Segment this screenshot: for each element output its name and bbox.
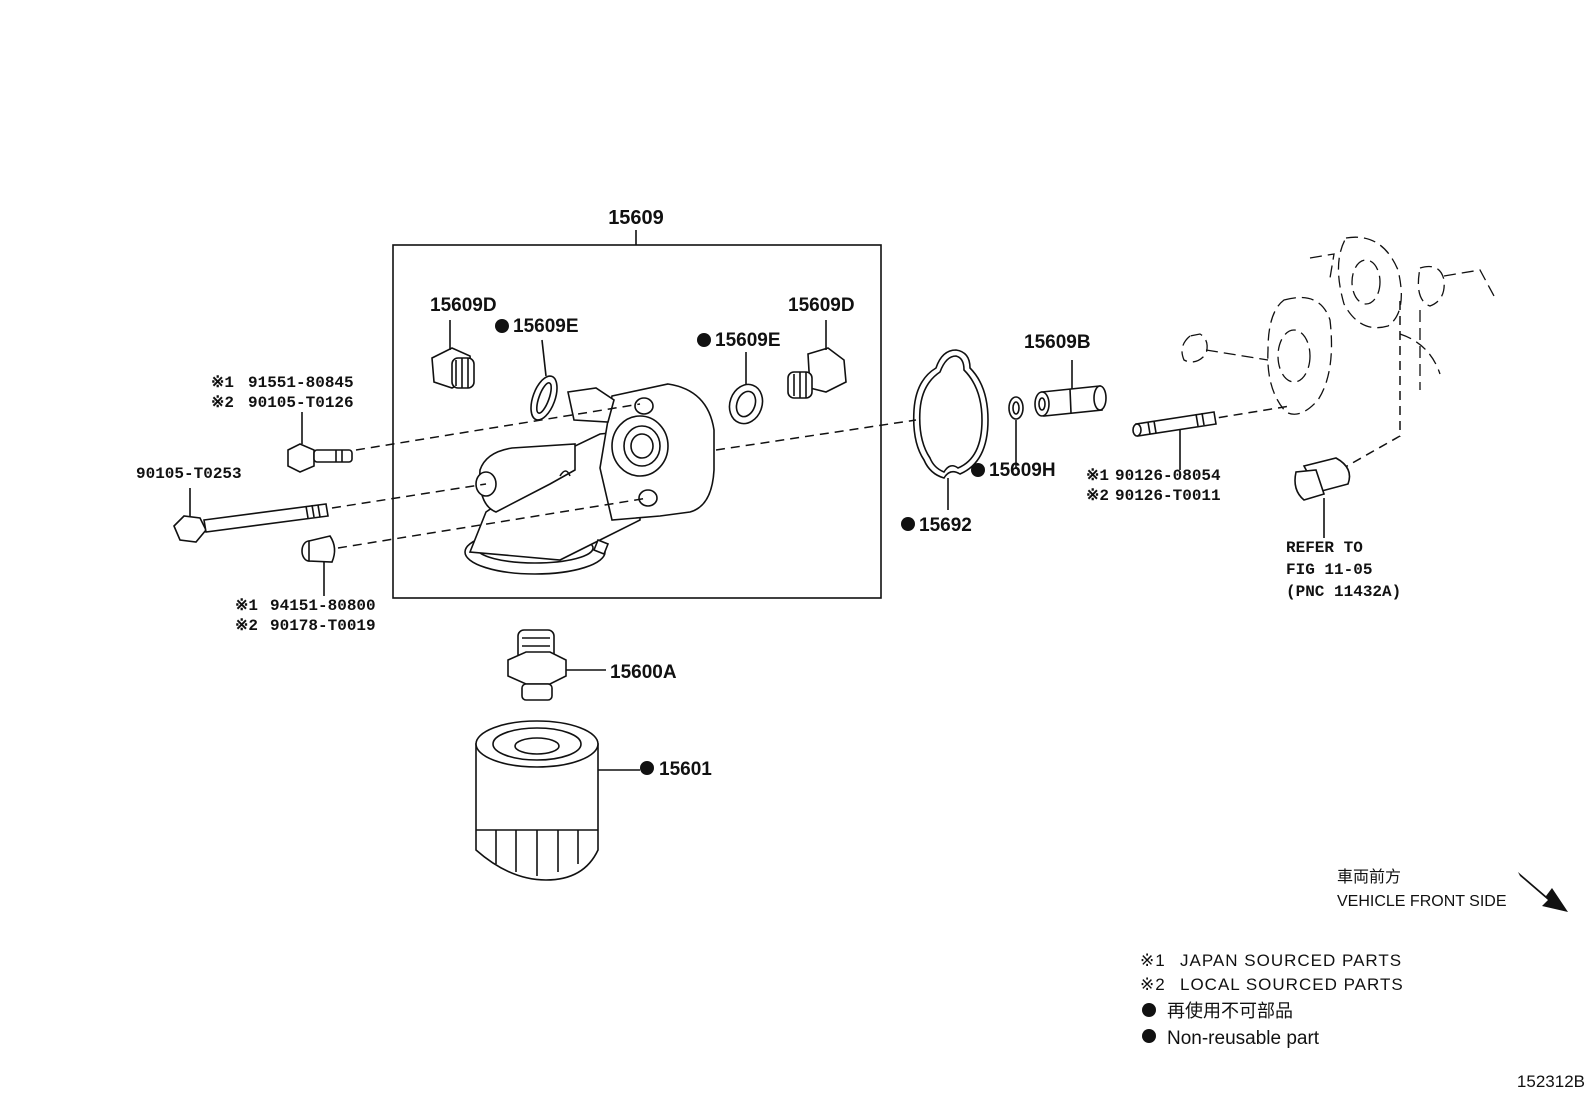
nonreusable-mark (971, 463, 985, 477)
label-15609d-right: 15609D (788, 295, 855, 316)
label-90126-08054: 90126-08054 (1115, 467, 1221, 485)
oil-filter-bracket (464, 383, 715, 575)
refer-line-1: REFER TO (1286, 539, 1363, 557)
legend-local: LOCAL SOURCED PARTS (1180, 975, 1404, 994)
gasket-15692 (912, 349, 989, 510)
note-mark-2: ※2 (235, 617, 258, 635)
label-90105-t0253: 90105-T0253 (136, 465, 242, 483)
label-15600a: 15600A (610, 662, 677, 683)
figure-code: 152312B (1517, 1072, 1585, 1091)
label-91551-80845: 91551-80845 (248, 374, 354, 392)
nonreusable-mark (640, 761, 654, 775)
legend-mark-1: ※1 (1140, 951, 1166, 970)
legend-mark-2: ※2 (1140, 975, 1166, 994)
plug-15609d-right (787, 320, 847, 399)
note-mark-1: ※1 (211, 374, 234, 392)
label-15609h: 15609H (989, 460, 1056, 481)
label-90105-t0126: 90105-T0126 (248, 394, 354, 412)
note-mark-1: ※1 (1086, 467, 1109, 485)
label-15692: 15692 (919, 515, 972, 536)
legend-nonreuse-en: Non-reusable part (1167, 1028, 1320, 1049)
union-15600a (507, 629, 606, 701)
nonreusable-mark (697, 333, 711, 347)
legend-nonreuse-dot (1142, 1029, 1156, 1043)
refer-line-2: FIG 11-05 (1286, 561, 1372, 579)
drain-plug (1294, 457, 1351, 538)
label-15609e-left: 15609E (513, 316, 579, 337)
ring-15609h (1008, 396, 1024, 468)
oil-filter-15601 (475, 720, 640, 881)
bolt-upper (287, 412, 353, 473)
label-15609: 15609 (608, 207, 664, 229)
legend-japan: JAPAN SOURCED PARTS (1180, 951, 1402, 970)
note-mark-2: ※2 (211, 394, 234, 412)
label-15609e-right: 15609E (715, 330, 781, 351)
assembly-lines (331, 300, 1401, 549)
washer-15609e-right (728, 352, 764, 425)
label-94151-80800: 94151-80800 (270, 597, 376, 615)
label-90126-t0011: 90126-T0011 (1115, 487, 1221, 505)
vehicle-front-en: VEHICLE FRONT SIDE (1337, 893, 1507, 910)
refer-line-3: (PNC 11432A) (1286, 583, 1401, 601)
legend: ※1 JAPAN SOURCED PARTS ※2 LOCAL SOURCED … (1140, 951, 1404, 1049)
nonreusable-mark (901, 517, 915, 531)
bolt-long (173, 488, 329, 543)
nonreusable-mark (495, 319, 509, 333)
vehicle-front-jp: 車両前方 (1337, 868, 1401, 886)
label-15601: 15601 (659, 759, 712, 780)
engine-block-outline (1181, 236, 1495, 415)
washer-15609e-left (530, 339, 558, 421)
label-15609d-left: 15609D (430, 295, 497, 316)
front-arrow-icon (1518, 872, 1568, 912)
legend-nonreuse-jp: 再使用不可部品 (1167, 1001, 1293, 1021)
vehicle-front-indicator: 車両前方 VEHICLE FRONT SIDE (1337, 868, 1568, 912)
stud-bolt (1132, 411, 1217, 470)
legend-nonreuse-dot (1142, 1003, 1156, 1017)
plug-15609d-left (431, 320, 475, 389)
label-90178-t0019: 90178-T0019 (270, 617, 376, 635)
label-15609b: 15609B (1024, 332, 1091, 353)
note-mark-1: ※1 (235, 597, 258, 615)
collar (301, 535, 336, 596)
pipe-15609b (1034, 360, 1107, 417)
note-mark-2: ※2 (1086, 487, 1109, 505)
group-bracket: 15609 (392, 207, 882, 599)
